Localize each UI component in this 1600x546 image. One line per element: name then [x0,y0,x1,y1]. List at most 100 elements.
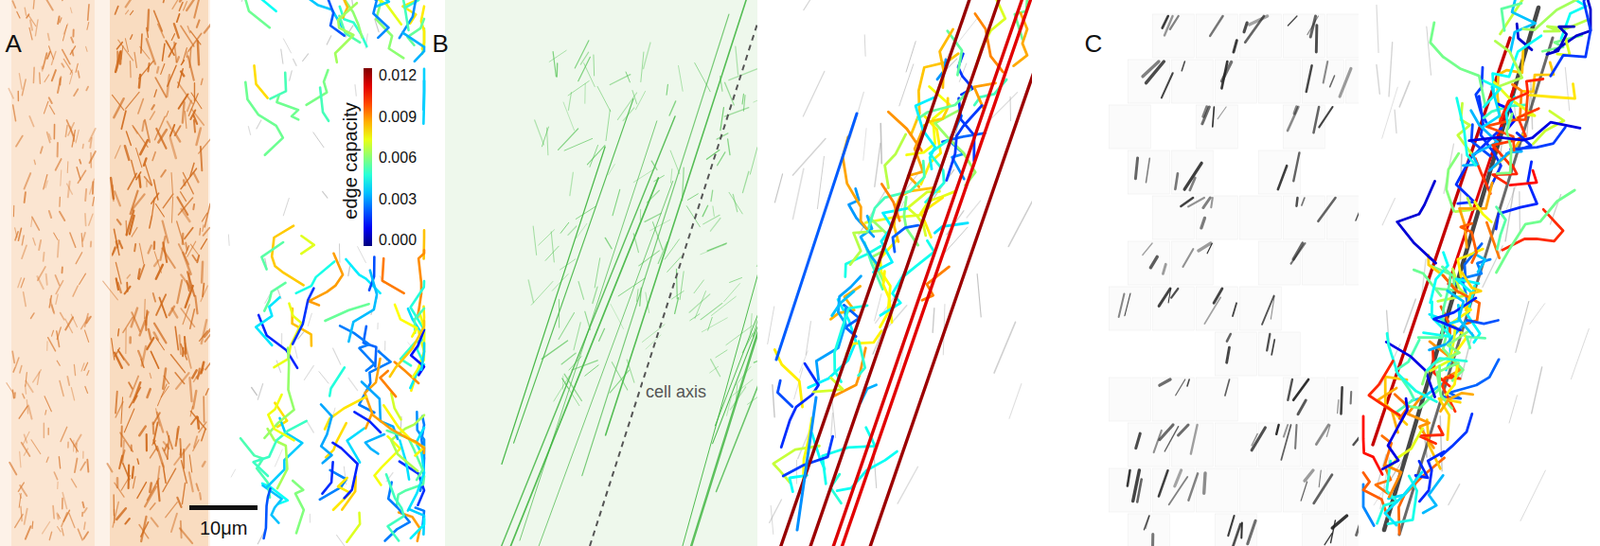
actin-fibre-stroke [120,432,133,452]
actin-branch-stroke [553,375,570,402]
tile-fibre-stroke [1307,16,1319,36]
actin-fibre-stroke [117,219,122,225]
actin-branch-stroke [710,217,721,232]
actin-fibre-stroke [71,479,76,488]
actin-branch-stroke [576,223,587,238]
tile-fibre-stroke [1188,197,1205,207]
image-tile [1214,514,1257,546]
actin-fibre-stroke [111,241,120,257]
actin-branch-stroke [645,292,650,314]
actin-fibre-stroke [176,426,179,446]
network-c-edge [1510,170,1537,185]
network-b-edge [850,231,882,266]
actin-branch-stroke [592,286,598,303]
actin-fibre-stroke [23,448,28,456]
network-b-edge [774,349,802,408]
network-a-edge [410,518,425,539]
actin-fibre-stroke [33,67,36,83]
actin-fibre-stroke [53,232,58,240]
actin-fibre-stroke [202,396,205,423]
grey-trace-stroke [281,49,284,64]
actin-fibre-stroke [189,377,192,402]
actin-fibre-stroke [177,14,180,22]
actin-fibre-stroke [153,293,156,303]
actin-branch-stroke [727,396,732,416]
actin-fibre-stroke [151,105,155,109]
image-tile [1239,195,1281,240]
actin-branch-stroke [753,350,758,363]
actin-branch-stroke [710,366,719,374]
actin-fibre-stroke [179,335,182,355]
actin-fibre-stroke [201,213,208,222]
actin-branch-stroke [678,65,684,91]
grey-trace-stroke [1376,4,1379,53]
actin-branch-stroke [640,287,642,306]
network-a-edge [365,434,385,455]
actin-branch-stroke [585,365,599,376]
actin-fibre-stroke [128,337,132,344]
colorbar-tick: 0.012 [378,67,417,85]
actin-fibre-stroke [20,506,22,521]
actin-branch-stroke [564,138,592,151]
actin-fibre-stroke [178,1,183,11]
tile-fibre-stroke [1187,379,1190,387]
tiled-image [1108,14,1359,546]
actin-fibre-stroke [87,22,89,31]
actin-fibre-stroke [28,405,33,419]
network-c-edge [1460,223,1477,263]
image-tile [1171,423,1213,467]
network-c-edge [1499,78,1543,122]
network-a-edge [329,367,345,396]
actin-branch-stroke [753,96,758,103]
actin-branch-stroke [594,258,601,288]
tile-fibre-stroke [1356,515,1359,535]
actin-branch-stroke [706,150,719,160]
grey-trace-stroke [932,308,935,334]
actin-branch-stroke [720,76,723,92]
actin-fibre-stroke [137,459,139,464]
actin-branch-stroke [640,209,641,220]
image-tile [1195,195,1238,240]
actin-branch-stroke [702,205,708,216]
actin-fibre-stroke [13,105,17,122]
grey-trace-stroke [256,120,262,129]
actin-branch-stroke [578,281,585,300]
actin-fibre-stroke [38,72,41,84]
actin-fibre-stroke [77,529,83,541]
actin-fibre-stroke [185,285,194,308]
tile-fibre-stroke [1278,165,1287,190]
network-a-edge [313,0,345,36]
actin-fibre-stroke [76,167,81,180]
actin-fibre-stroke [114,191,121,206]
actin-fibre-stroke [190,162,195,177]
actin-fibre-stroke [17,11,20,18]
actin-fibre-stroke [8,88,14,99]
actin-branch-stroke [541,340,568,359]
actin-fibre-stroke [14,392,17,398]
actin-fibre-stroke [121,475,131,491]
grey-trace-stroke [333,348,341,365]
network-a-edge [308,0,342,28]
actin-fibre-stroke [156,265,163,280]
tile-fibre-stroke [1270,296,1275,320]
actin-branch-stroke [720,107,725,131]
grey-trace-stroke [1376,64,1380,94]
strong-edge [1372,7,1553,535]
actin-fibre-stroke [124,328,126,355]
actin-fibre-stroke [12,0,16,8]
actin-fibre-stroke [35,19,38,36]
network-a-edge [267,428,288,489]
network-c-edge [1418,266,1451,338]
actin-fibre-stroke [89,151,96,163]
tile-fibre-stroke [1221,61,1227,89]
tile-fibre-stroke [1293,243,1303,260]
actin-fibre-stroke [144,120,150,143]
image-tile [1282,195,1325,240]
actin-branch-stroke [700,244,727,255]
actin-fibre-stroke [161,43,164,61]
actin-fibre-stroke [52,330,54,337]
grey-trace-stroke [792,168,803,219]
actin-fibre-stroke [147,63,149,72]
network-c-edge [1483,80,1501,107]
network-b-edge [858,341,866,376]
